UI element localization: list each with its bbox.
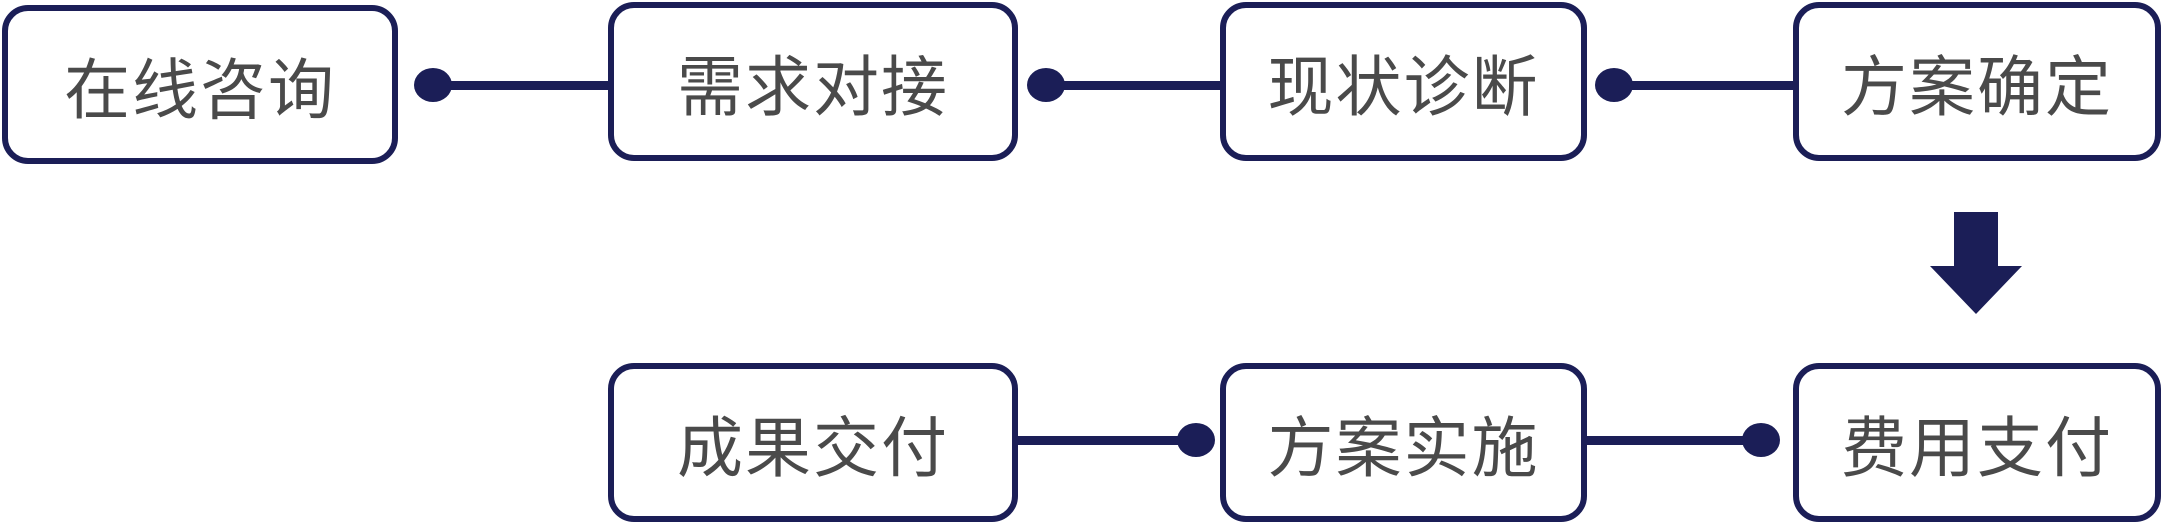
step-label: 方案实施 [1267,409,1540,487]
connector-line-3-4 [1614,81,1795,90]
arrow-down-icon [1930,212,2022,314]
step-label: 现状诊断 [1267,48,1540,126]
connector-dot-5-6 [1742,423,1780,457]
connector-line-1-2 [433,81,609,90]
step-fee-payment: 费用支付 [1793,363,2161,522]
step-label: 成果交付 [677,409,949,487]
step-requirement-alignment: 需求对接 [608,2,1018,161]
step-label: 方案确定 [1841,48,2113,126]
connector-line-5-6 [1585,436,1761,445]
connector-dot-2-3 [1027,68,1065,102]
step-label: 在线咨询 [64,51,336,129]
step-result-delivery: 成果交付 [608,363,1018,522]
connector-line-6-7 [1016,436,1196,445]
connector-dot-1-2 [414,68,452,102]
connector-dot-3-4 [1595,68,1633,102]
connector-line-2-3 [1046,81,1222,90]
step-online-consultation: 在线咨询 [2,5,398,164]
step-label: 费用支付 [1841,409,2113,487]
step-plan-confirmation: 方案确定 [1793,2,2161,161]
connector-dot-6-7 [1177,423,1215,457]
step-plan-implementation: 方案实施 [1220,363,1587,522]
step-status-diagnosis: 现状诊断 [1220,2,1587,161]
step-label: 需求对接 [677,48,949,126]
